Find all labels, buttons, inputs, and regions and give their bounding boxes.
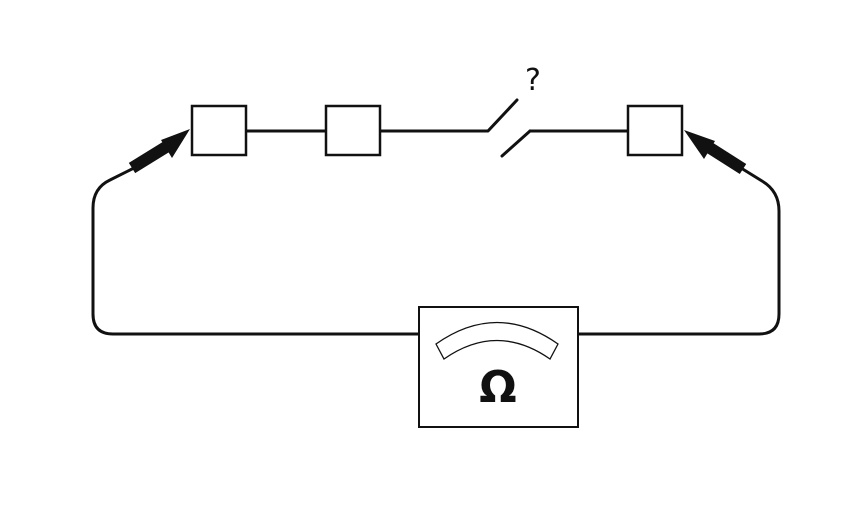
component-box-3 (626, 104, 684, 157)
left-probe-shaft (128, 141, 170, 174)
ohmmeter-dial (435, 321, 559, 360)
left-probe-tip (161, 129, 190, 158)
switch-blade-left (472, 98, 519, 133)
ohm-symbol: Ω (479, 362, 516, 413)
right-probe (684, 130, 747, 175)
component-box-1 (190, 104, 248, 157)
test-lead-left (91, 166, 421, 336)
open-switch (472, 98, 532, 158)
switch-blade-right (500, 129, 532, 158)
test-lead-right (576, 166, 781, 336)
right-probe-shaft (706, 142, 747, 175)
switch-question-mark: ? (525, 63, 541, 98)
right-probe-tip (684, 130, 715, 159)
ohmmeter: Ω (418, 306, 579, 428)
component-box-2 (324, 104, 382, 157)
left-probe (128, 129, 190, 174)
